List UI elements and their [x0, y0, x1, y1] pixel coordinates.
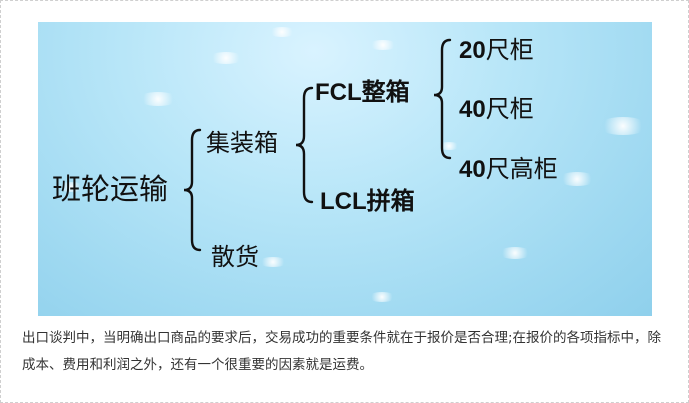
sparkle	[498, 247, 532, 259]
node-fcl: FCL整箱	[315, 79, 410, 106]
sparkle	[268, 27, 296, 37]
diagram-panel	[38, 22, 652, 316]
node-lcl: LCL拼箱	[320, 188, 415, 215]
node-container: 集装箱	[206, 129, 278, 157]
sparkle	[208, 52, 244, 64]
bracket-root	[183, 128, 202, 252]
sparkle	[368, 292, 396, 302]
node-bulk-cargo: 散货	[211, 243, 259, 271]
leaf-40ft-unit: 尺柜	[485, 95, 534, 123]
bracket-container	[295, 86, 314, 204]
caption-paragraph: 出口谈判中，当明确出口商品的要求后，交易成功的重要条件就在于报价是否合理;在报价…	[22, 330, 662, 373]
bracket-fcl	[433, 38, 452, 160]
sparkle	[368, 40, 398, 50]
sparkle	[598, 117, 648, 135]
sparkle	[438, 142, 460, 150]
sparkle	[258, 257, 288, 267]
leaf-40ft: 40尺柜	[459, 97, 534, 122]
root-node: 班轮运输	[52, 172, 169, 206]
leaf-40ft-hc-unit: 尺高柜	[485, 155, 558, 183]
leaf-20ft: 20尺柜	[459, 38, 534, 63]
leaf-20ft-unit: 尺柜	[485, 36, 534, 64]
leaf-40ft-num: 40	[459, 96, 486, 123]
leaf-40ft-hc-num: 40	[459, 156, 486, 183]
leaf-40ft-hc: 40尺高柜	[459, 157, 558, 182]
sparkle	[58, 182, 84, 192]
sparkle	[558, 172, 596, 186]
sparkle	[138, 92, 178, 106]
leaf-20ft-num: 20	[459, 37, 486, 64]
